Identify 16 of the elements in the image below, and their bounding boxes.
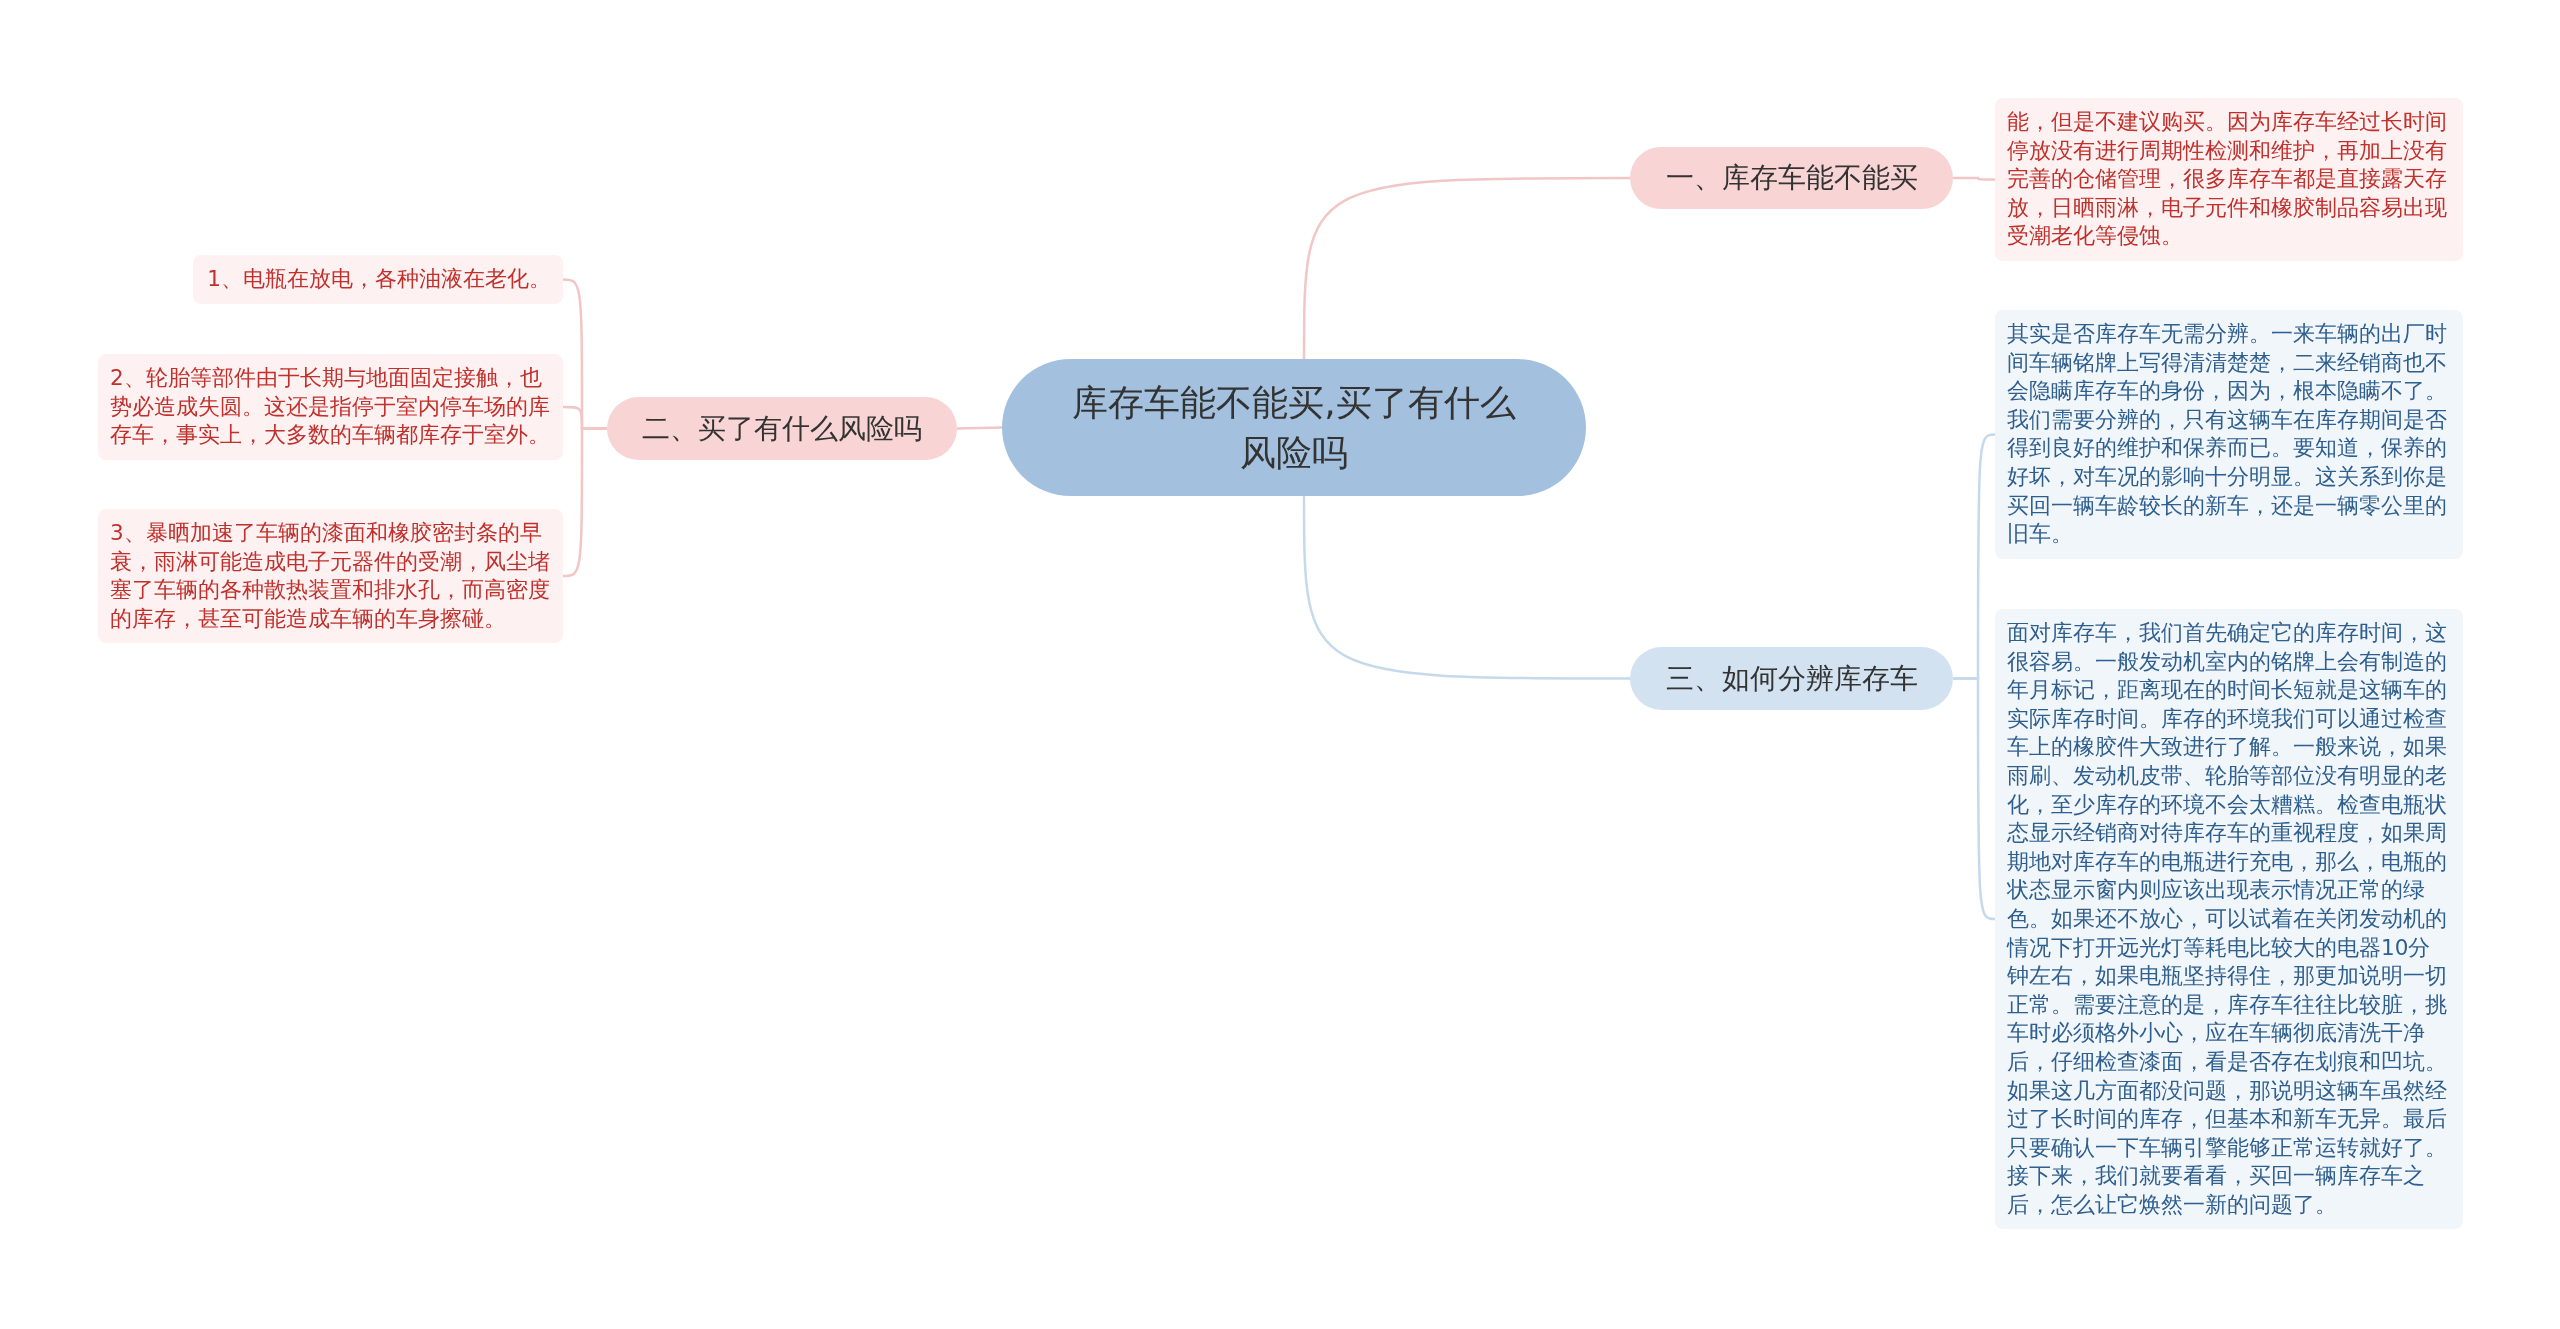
connector-line	[1302, 176, 1630, 359]
connector-line	[1953, 677, 1996, 921]
text-note: 能，但是不建议购买。因为库存车经过长时间停放没有进行周期性检测和维护，再加上没有完善的仓储管理，很多库存车都是直接露天存放，日晒雨淋，电子元件和橡胶制品容易出现受潮老化等侵蚀。	[1995, 98, 2463, 261]
central-topic: 库存车能不能买,买了有什么风险吗	[1002, 359, 1586, 496]
text-note: 3、暴晒加速了车辆的漆面和橡胶密封条的早衰，雨淋可能造成电子元器件的受潮，风尘堵塞了车辆的各种散热装置和排水孔，而高密度的库存，甚至可能造成车辆的车身擦碰。	[98, 509, 563, 644]
branch-topic: 二、买了有什么风险吗	[607, 397, 957, 460]
connector-line	[1302, 496, 1630, 680]
branch-topic: 一、库存车能不能买	[1630, 147, 1953, 209]
text-note: 1、电瓶在放电，各种油液在老化。	[193, 255, 563, 304]
text-note: 其实是否库存车无需分辨。一来车辆的出厂时间车辆铭牌上写得清清楚楚，二来经销商也不会隐瞒库存车的身份，因为，根本隐瞒不了。我们需要分辨的，只有这辆车在库存期间是否得到良好的维护和保养而已。要知道，保养的好坏，对车况的影响十分明显。这关系到你是买回一辆车龄较长的新车，还是一辆零公里的旧车。	[1995, 310, 2463, 559]
branch-topic: 三、如何分辨库存车	[1630, 647, 1953, 710]
text-note: 2、轮胎等部件由于长期与地面固定接触，也势必造成失圆。这还是指停于室内停车场的库存车，事实上，大多数的车辆都库存于室外。	[98, 354, 563, 460]
connector-line	[562, 427, 607, 578]
text-note: 面对库存车，我们首先确定它的库存时间，这很容易。一般发动机室内的铭牌上会有制造的年月标记，距离现在的时间长短就是这辆车的实际库存时间。库存的环境我们可以通过检查车上的橡胶件大致进行了解。一般来说，如果雨刷、发动机皮带、轮胎等部位没有明显的老化，至少库存的环境不会太糟糕。检查电瓶状态显示经销商对待库存车的重视程度，如果周期地对库存车的电瓶进行充电，那么，电瓶的状态显示窗内则应该出现表示情况正常的绿色。如果还不放心，可以试着在关闭发动机的情况下打开远光灯等耗电比较大的电器10分钟左右，如果电瓶坚持得住，那更加说明一切正常。需要注意的是，库存车往往比较脏，挑车时必须格外小心，应在车辆彻底清洗干净后，仔细检查漆面，看是否存在划痕和凹坑。如果这几方面都没问题，那说明这辆车虽然经过了长时间的库存，但基本和新车无异。最后只要确认一下车辆引擎能够正常运转就好了。接下来，我们就要看看，买回一辆库存车之后，怎么让它焕然一新的问题了。	[1995, 609, 2463, 1230]
connector-line	[1953, 176, 1995, 181]
connector-line	[956, 426, 1003, 430]
